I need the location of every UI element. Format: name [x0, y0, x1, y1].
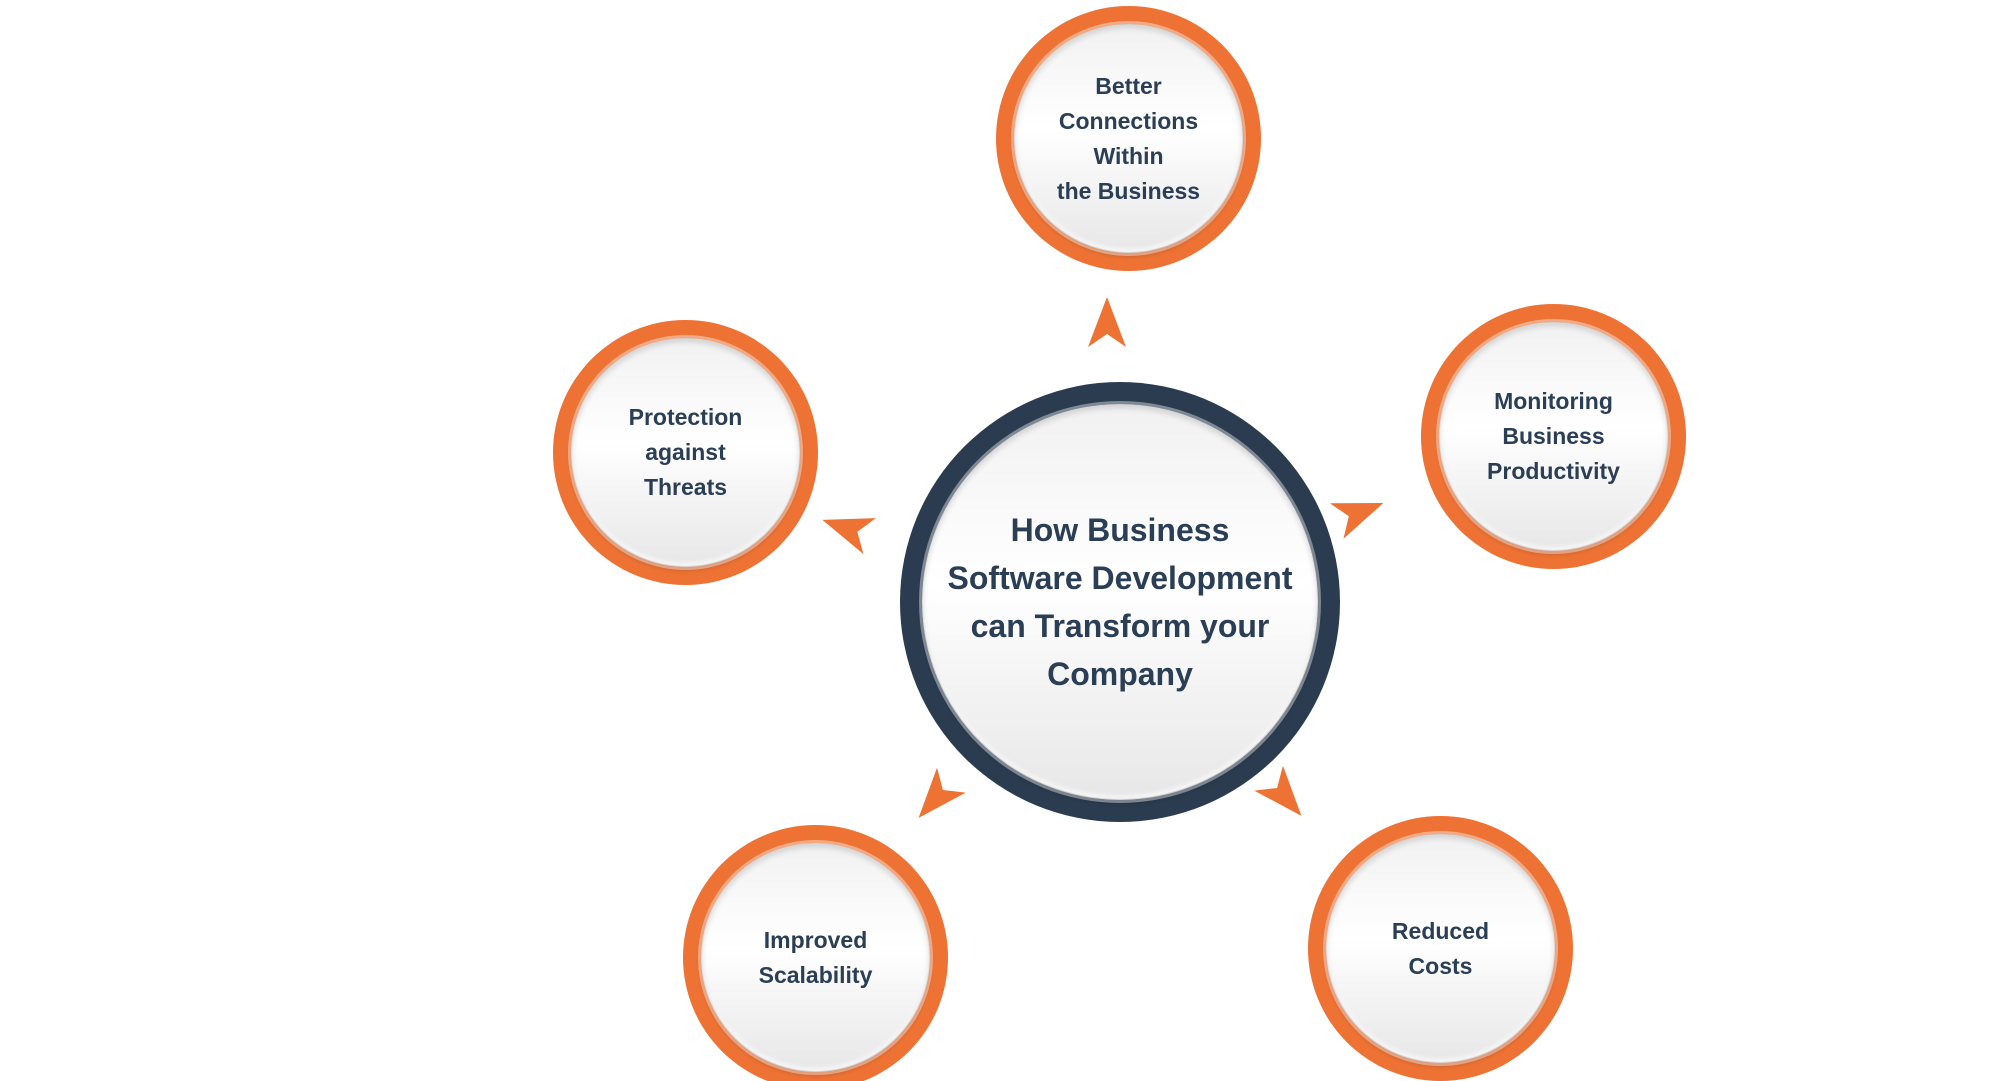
arrow-upper-left-icon	[816, 502, 876, 554]
center-node-label: How Business Software Development can Tr…	[948, 506, 1293, 698]
label-line: How Business	[1010, 512, 1230, 548]
node-monitoring-business-productivity-face: Monitoring Business Productivity	[1439, 322, 1668, 551]
node-improved-scalability: Improved Scalability	[683, 825, 948, 1081]
label-line: Software Development	[947, 560, 1293, 596]
node-better-connections-label: Better Connections Within the Business	[1057, 69, 1200, 209]
label-line: Improved	[763, 926, 868, 953]
label-line: Monitoring	[1494, 388, 1613, 414]
node-reduced-costs-label: Reduced Costs	[1392, 914, 1489, 984]
label-line: can Transform your	[970, 608, 1270, 644]
label-line: Productivity	[1487, 458, 1620, 484]
node-protection-against-threats-label: Protection against Threats	[629, 400, 743, 505]
node-improved-scalability-face: Improved Scalability	[701, 843, 930, 1072]
node-improved-scalability-label: Improved Scalability	[759, 923, 873, 993]
label-line: Within	[1093, 142, 1164, 169]
node-reduced-costs: Reduced Costs	[1308, 816, 1573, 1081]
center-node: How Business Software Development can Tr…	[900, 382, 1340, 822]
node-monitoring-business-productivity-label: Monitoring Business Productivity	[1487, 384, 1620, 489]
label-line: the Business	[1056, 177, 1201, 204]
label-line: Reduced	[1391, 917, 1490, 944]
label-line: Threats	[643, 474, 728, 500]
node-reduced-costs-face: Reduced Costs	[1326, 834, 1555, 1063]
label-line: Business	[1502, 423, 1605, 449]
node-better-connections-face: Better Connections Within the Business	[1014, 24, 1243, 253]
node-protection-against-threats-face: Protection against Threats	[571, 338, 800, 567]
label-line: Protection	[628, 404, 743, 430]
node-protection-against-threats: Protection against Threats	[553, 320, 818, 585]
label-line: Better	[1095, 72, 1162, 99]
arrow-lower-right-icon	[1254, 766, 1315, 829]
label-line: Scalability	[758, 961, 873, 988]
center-node-face: How Business Software Development can Tr…	[922, 404, 1318, 800]
label-line: Company	[1047, 656, 1193, 692]
label-line: against	[645, 439, 726, 465]
label-line: Costs	[1408, 952, 1473, 979]
label-line: Connections	[1058, 107, 1199, 134]
arrow-upper-right-icon	[1330, 485, 1390, 538]
node-better-connections: Better Connections Within the Business	[996, 6, 1261, 271]
arrow-up-icon	[1088, 297, 1126, 347]
arrow-lower-left-icon	[904, 768, 965, 831]
node-monitoring-business-productivity: Monitoring Business Productivity	[1421, 304, 1686, 569]
